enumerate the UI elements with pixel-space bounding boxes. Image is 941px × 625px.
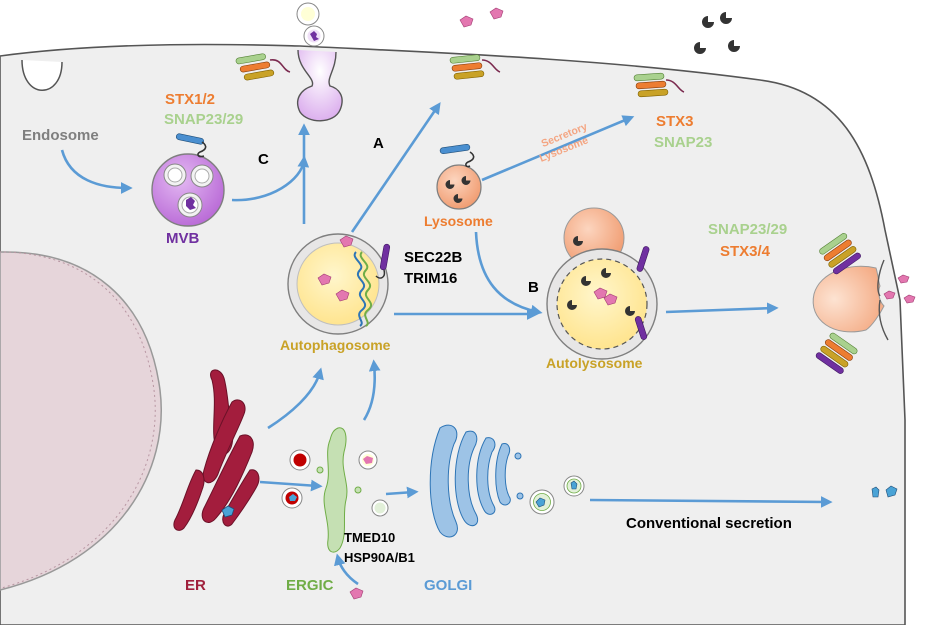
trim16-label: TRIM16 xyxy=(404,270,457,287)
released-cargo xyxy=(871,486,880,498)
released-cargo xyxy=(489,7,504,20)
snare-complex-a xyxy=(449,54,501,80)
snap23-label: SNAP23 xyxy=(654,134,712,151)
sec22b-label: SEC22B xyxy=(404,249,463,266)
hsp90-label: HSP90A/B1 xyxy=(344,550,415,565)
golgi-label: GOLGI xyxy=(424,577,472,594)
endocytic-pit xyxy=(21,59,63,91)
autophagosome xyxy=(287,233,391,335)
autophagosome-label: Autophagosome xyxy=(280,337,391,353)
mvb-label: MVB xyxy=(166,230,200,247)
ergic-compartment xyxy=(323,427,348,553)
nuclear-envelope xyxy=(0,251,156,589)
route-b-label: B xyxy=(528,279,539,296)
mvb-snare xyxy=(175,133,207,158)
tmed10-label: TMED10 xyxy=(344,530,395,545)
released-cargo xyxy=(885,485,898,498)
stx3-label: STX3 xyxy=(656,113,694,130)
snare-complex-left xyxy=(235,53,291,81)
autolysosome-fusion-site xyxy=(812,233,916,374)
snap2329-top-label: SNAP23/29 xyxy=(164,111,243,128)
endosome-label: Endosome xyxy=(22,127,99,144)
nucleus xyxy=(0,251,162,591)
exosome-release-site xyxy=(296,2,343,122)
pathway-arrows xyxy=(60,102,833,586)
er-cargo xyxy=(221,505,235,518)
cytosolic-cargo xyxy=(349,587,364,600)
autolysosome xyxy=(546,207,658,360)
er-vesicles xyxy=(281,449,389,517)
stx12-label: STX1/2 xyxy=(165,91,215,108)
route-a-label: A xyxy=(373,135,384,152)
stx34-label: STX3/4 xyxy=(720,243,771,260)
autolysosome-label: Autolysosome xyxy=(546,355,643,371)
snap2329-right-label: SNAP23/29 xyxy=(708,221,787,238)
er-label: ER xyxy=(185,577,206,594)
lysosome xyxy=(436,144,482,210)
golgi-apparatus xyxy=(429,424,524,538)
secretory-vesicles xyxy=(529,475,585,515)
released-lysosomal-content xyxy=(694,12,740,54)
ergic-vesicle xyxy=(316,466,324,474)
conventional-secretion-label: Conventional secretion xyxy=(626,515,792,532)
ergic-vesicle xyxy=(354,486,362,494)
snare-complex-right-top xyxy=(633,72,685,98)
multivesicular-body xyxy=(151,153,225,227)
released-cargo xyxy=(459,15,474,28)
ergic-label: ERGIC xyxy=(286,577,334,594)
lysosome-label: Lysosome xyxy=(424,213,493,229)
route-c-label: C xyxy=(258,151,269,168)
endoplasmic-reticulum xyxy=(173,369,260,531)
